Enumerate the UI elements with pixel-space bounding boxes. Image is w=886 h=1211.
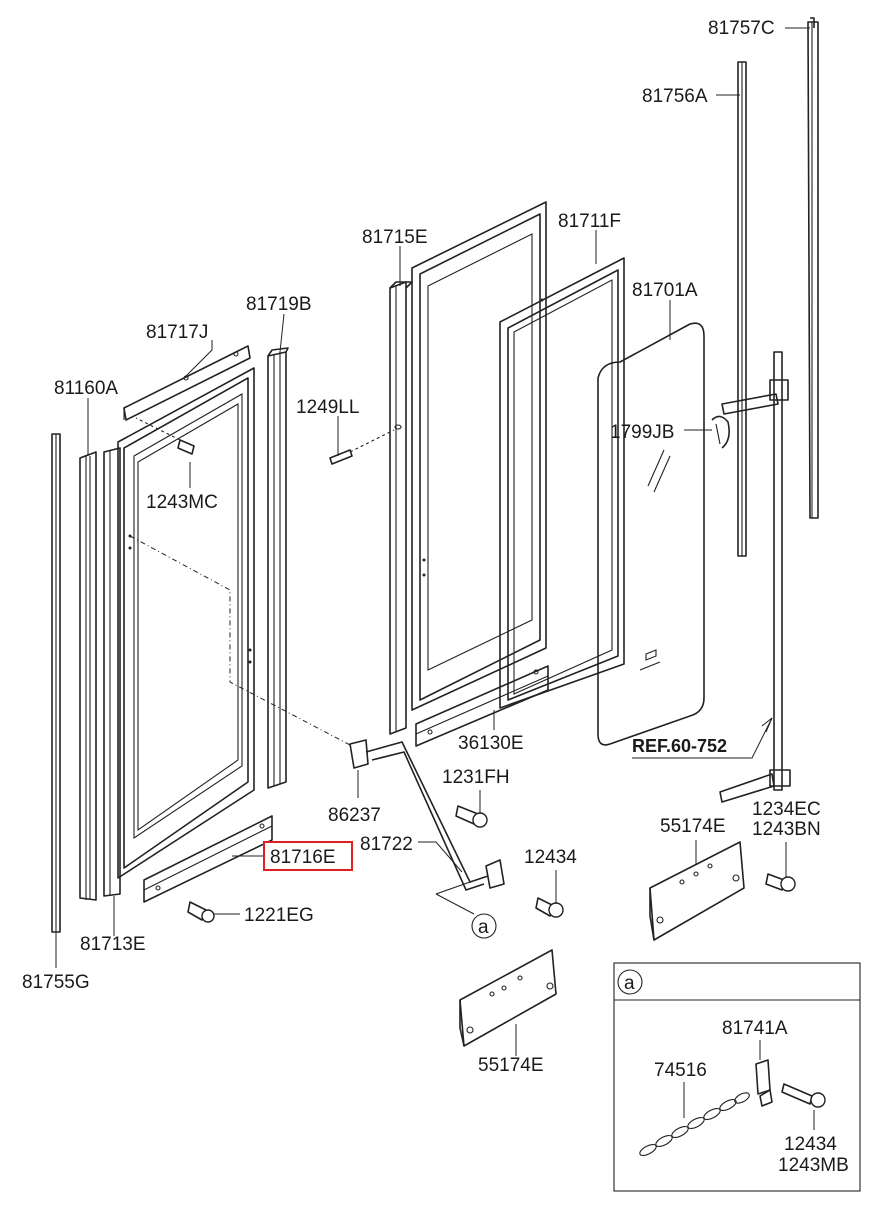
hinge-plate-55174e-lower <box>459 949 557 1047</box>
callout-a-circle <box>471 913 497 939</box>
leader-lines <box>55 27 810 1056</box>
strip-81160a <box>79 451 97 901</box>
label-74516: 74516 <box>654 1060 707 1081</box>
strip-81719b <box>267 347 289 789</box>
label-1243mb: 1243MB <box>778 1155 849 1176</box>
screw-1249ll <box>329 424 402 465</box>
screw-1243mc <box>135 417 195 455</box>
label-55174e-right: 55174E <box>660 816 726 837</box>
label-1234ec: 1234EC <box>752 799 821 820</box>
door-frame-81715e <box>389 201 547 735</box>
channel-81716e <box>143 815 273 903</box>
link-line-left <box>129 535 353 747</box>
label-detail-a: a <box>624 973 635 994</box>
label-86237: 86237 <box>328 805 381 826</box>
label-81741a: 81741A <box>722 1018 788 1039</box>
label-81701a: 81701A <box>632 280 698 301</box>
seal-frame-81711f <box>499 257 625 709</box>
weatherstrip-81757c <box>807 17 819 519</box>
bolt-1234ec <box>765 873 796 892</box>
label-1249ll: 1249LL <box>296 397 359 418</box>
strip-81713e <box>103 447 121 897</box>
chain-74516 <box>639 1092 750 1157</box>
label-81756a: 81756A <box>642 86 708 107</box>
link-rod-81722 <box>349 739 505 895</box>
label-81717j: 81717J <box>146 322 208 343</box>
regulator-rod <box>719 351 791 803</box>
label-55174e-lower: 55174E <box>478 1055 544 1076</box>
label-1799jb: 1799JB <box>610 422 674 443</box>
label-81160a: 81160A <box>54 378 118 399</box>
label-callout-a: a <box>478 917 489 938</box>
label-36130e: 36130E <box>458 733 524 754</box>
label-81757c: 81757C <box>708 18 775 39</box>
left-door-frame <box>117 367 255 879</box>
clip-1799jb <box>711 415 730 449</box>
strip-81755g <box>51 433 61 933</box>
label-1221eg: 1221EG <box>244 905 314 926</box>
channel-36130e <box>415 665 549 747</box>
label-12434-detail: 12434 <box>784 1134 837 1155</box>
bracket-81717j <box>123 345 251 421</box>
bolt-1231fh <box>455 805 488 828</box>
channel-81756a <box>737 61 747 557</box>
door-glass-81701a <box>597 322 705 746</box>
label-81713e: 81713E <box>80 934 146 955</box>
highlight-box-81716e <box>263 841 353 871</box>
detail-box-a <box>613 962 861 1192</box>
label-12434: 12434 <box>524 847 577 868</box>
label-1243mc: 1243MC <box>146 492 218 513</box>
label-1243bn: 1243BN <box>752 819 821 840</box>
label-81715e: 81715E <box>362 227 428 248</box>
label-81755g: 81755G <box>22 972 90 993</box>
label-81716e: 81716E <box>270 847 336 868</box>
label-81719b: 81719B <box>246 294 312 315</box>
screw-1221eg <box>187 901 215 923</box>
bolt-12434 <box>535 897 564 918</box>
label-81722: 81722 <box>360 834 413 855</box>
label-1231fh: 1231FH <box>442 767 510 788</box>
label-81711f: 81711F <box>558 211 621 232</box>
label-ref-60-752: REF.60-752 <box>632 736 727 756</box>
hinge-plate-55174e-right <box>649 841 745 941</box>
